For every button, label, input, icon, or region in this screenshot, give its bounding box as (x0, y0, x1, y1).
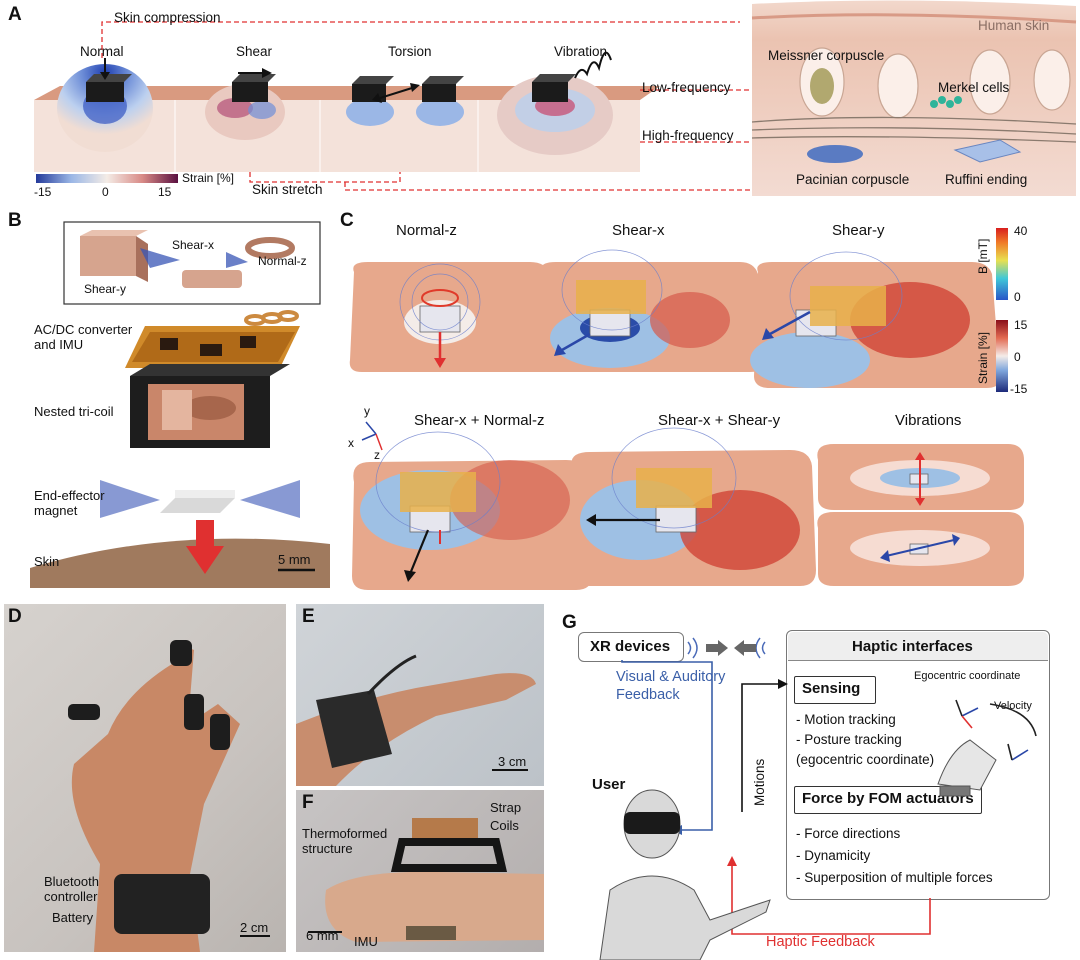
panel-label-f: F (302, 792, 314, 813)
axis-z: z (374, 448, 380, 462)
force-item: - Force directions (796, 826, 901, 841)
label-skin-stretch: Skin stretch (252, 182, 323, 197)
c-b-tick-0: 0 (1014, 290, 1021, 304)
visual-feedback-label: Visual & Auditory Feedback (616, 669, 726, 703)
c-title-vibrations: Vibrations (895, 412, 962, 429)
label-tricoil: Nested tri-coil (34, 404, 114, 419)
label-bluetooth: Bluetooth controller (44, 874, 99, 904)
panel-label-a: A (8, 4, 22, 25)
c-strain-tick-0: 0 (1014, 350, 1021, 364)
panel-label-e: E (302, 606, 315, 627)
photo-finger-actuator (296, 790, 544, 952)
label-imu: IMU (354, 934, 378, 949)
c-title-shear-y: Shear-y (832, 222, 885, 239)
label-magnet: End-effector magnet (34, 488, 105, 518)
colorbar-tick: 15 (158, 185, 172, 199)
ego-label: Egocentric coordinate (914, 670, 1021, 682)
label-acdc: AC/DC converter and IMU (34, 322, 133, 352)
label-merkel: Merkel cells (938, 80, 1010, 95)
xr-devices-label: XR devices (590, 638, 671, 655)
axis-y: y (364, 404, 370, 418)
scale-2cm: 2 cm (240, 920, 269, 935)
force-item: - Superposition of multiple forces (796, 870, 993, 885)
velocity-label: Velocity (994, 700, 1032, 712)
user-label: User (592, 776, 626, 793)
sensing-item: (egocentric coordinate) (796, 752, 935, 767)
label-pacinian: Pacinian corpuscle (796, 172, 910, 187)
label-thermoformed: Thermoformed structure (302, 826, 388, 856)
label-meissner: Meissner corpuscle (768, 48, 885, 63)
c-b-tick-40: 40 (1014, 224, 1028, 238)
panel-label-c: C (340, 210, 354, 231)
haptic-interfaces-box (786, 630, 1050, 900)
photo-wrist-band (296, 604, 544, 786)
panel-label-d: D (8, 606, 22, 627)
haptic-interfaces-header (788, 632, 1048, 661)
force-title: Force by FOM actuators (802, 790, 974, 807)
colorbar-tick: 0 (102, 185, 109, 199)
haptic-interfaces-title: Haptic interfaces (852, 638, 973, 655)
c-title-shear-x-shear-y: Shear-x + Shear-y (658, 412, 781, 429)
photo-hand-glove (4, 604, 286, 952)
label-vibration: Vibration (554, 44, 608, 59)
scale-6mm: 6 mm (306, 928, 339, 943)
scale-5mm: 5 mm (278, 552, 311, 567)
sensing-title: Sensing (802, 680, 861, 697)
label-normal-z-b: Normal-z (258, 254, 307, 268)
xr-devices-box (578, 632, 684, 662)
label-coils: Coils (490, 818, 519, 833)
label-shear-x-b: Shear-x (172, 238, 215, 252)
label-strap: Strap (490, 800, 522, 815)
c-title-normal-z: Normal-z (396, 222, 457, 239)
label-shear-y-b: Shear-y (84, 282, 127, 296)
panel-label-g: G (562, 612, 577, 633)
label-human-skin: Human skin (978, 18, 1050, 33)
c-b-label: B [mT] (976, 238, 990, 274)
label-normal: Normal (80, 44, 124, 59)
panel-a-graphic (34, 0, 1077, 197)
panel-b-graphic (30, 221, 330, 588)
scale-3cm: 3 cm (498, 754, 527, 769)
label-battery: Battery (52, 910, 94, 925)
label-torsion: Torsion (388, 44, 432, 59)
sensing-item: - Motion tracking (796, 712, 896, 727)
sensing-item: - Posture tracking (796, 732, 902, 747)
panel-label-b: B (8, 210, 22, 231)
label-high-frequency: High-frequency (642, 128, 734, 143)
c-strain-tick-15: 15 (1014, 318, 1028, 332)
sensing-box (794, 676, 876, 704)
label-low-frequency: Low-frequency (642, 80, 731, 95)
label-ruffini: Ruffini ending (945, 172, 1028, 187)
panel-g-graphic (599, 637, 1037, 960)
colorbar-label: Strain [%] (182, 171, 235, 185)
label-skin-compression: Skin compression (114, 10, 221, 25)
label-shear: Shear (236, 44, 273, 59)
axis-x: x (348, 436, 354, 450)
colorbar-tick: -15 (34, 185, 52, 199)
c-title-shear-x-normal-z: Shear-x + Normal-z (414, 412, 545, 429)
force-item: - Dynamicity (796, 848, 871, 863)
panel-c-graphic (349, 228, 1024, 590)
label-skin-b: Skin (34, 554, 60, 569)
c-strain-label: Strain [%] (976, 331, 990, 384)
c-title-shear-x: Shear-x (612, 222, 665, 239)
c-strain-tick-neg15: -15 (1010, 382, 1028, 396)
haptic-feedback-label: Haptic Feedback (766, 934, 875, 950)
